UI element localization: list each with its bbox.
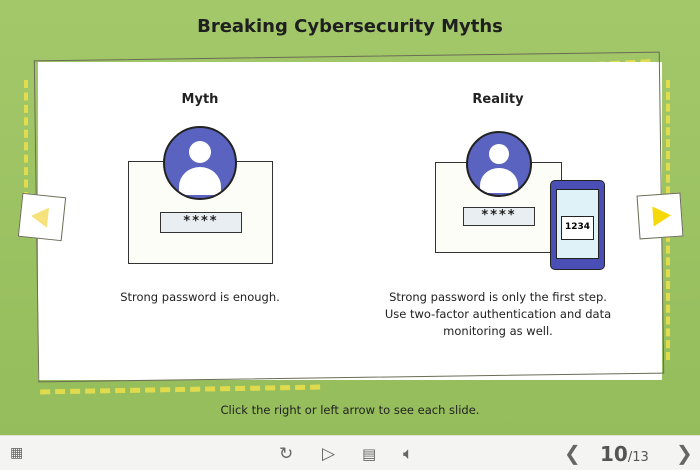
user-avatar-icon <box>163 126 237 200</box>
arrow-left-icon <box>30 205 50 228</box>
total-pages: /13 <box>627 450 649 465</box>
instruction-text: Click the right or left arrow to see eac… <box>220 403 480 417</box>
replay-icon[interactable]: ↻ <box>279 444 294 464</box>
caption-line: monitoring as well. <box>443 324 553 338</box>
myth-caption: Strong password is enough. <box>120 290 280 304</box>
myth-heading: Myth <box>181 92 219 107</box>
current-page: 10 <box>600 442 628 466</box>
next-icon[interactable]: ❯ <box>676 441 693 465</box>
reality-heading: Reality <box>472 92 524 107</box>
phone-icon: 1234 <box>550 180 605 270</box>
volume-icon[interactable]: 🔈︎ <box>403 444 414 464</box>
caption-line: Use two-factor authentication and data <box>384 307 612 321</box>
play-icon[interactable]: ▷ <box>322 444 336 464</box>
player-toolbar: ▦ ↻ ▷ ▤ 🔈︎ ❮ 10/13 ❯ <box>0 435 700 470</box>
prev-icon[interactable]: ❮ <box>564 441 581 465</box>
slide-title: Breaking Cybersecurity Myths <box>197 16 503 37</box>
menu-grid-icon[interactable]: ▦ <box>10 445 24 461</box>
page-counter: 10/13 <box>600 442 649 466</box>
prev-slide-button[interactable] <box>17 192 67 242</box>
user-avatar-icon <box>466 131 532 197</box>
verification-code: 1234 <box>561 216 594 240</box>
captions-icon[interactable]: ▤ <box>362 445 377 463</box>
reality-caption: Strong password is only the first step. … <box>370 289 626 340</box>
next-slide-button[interactable] <box>636 192 684 240</box>
password-field: **** <box>160 212 242 233</box>
caption-line: Strong password is only the first step. <box>389 290 607 304</box>
arrow-right-icon <box>652 205 672 227</box>
scribble-decoration <box>24 80 40 200</box>
slide-stage: Breaking Cybersecurity Myths Myth **** S… <box>0 0 700 435</box>
password-field: **** <box>463 207 535 226</box>
